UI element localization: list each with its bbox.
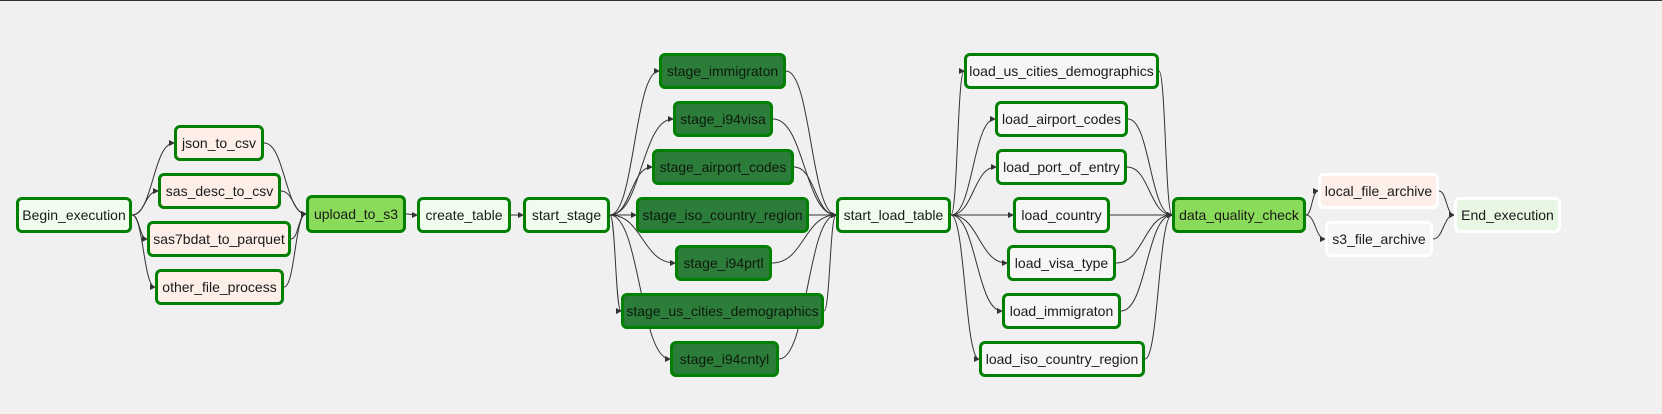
task-label: stage_i94visa [680, 111, 766, 127]
edge-startstage-to-s_prtl [609, 214, 676, 266]
edge-s_immig-to-startload [785, 70, 837, 218]
edge-s_prtl-to-startload [771, 212, 837, 264]
edge-startstage-to-s_immig [609, 68, 660, 216]
task-label: load_immigraton [1009, 303, 1114, 319]
edge-s_cntyl-to-startload [778, 212, 837, 360]
edge-startload-to-l_usc [950, 68, 965, 216]
task-node-end[interactable]: End_execution [1454, 197, 1561, 233]
edge-l_air-to-dq [1127, 118, 1173, 218]
edge-s_usc-to-startload [823, 212, 837, 312]
edge-begin-to-other [131, 214, 156, 290]
task-label: data_quality_check [1179, 207, 1299, 223]
task-node-s_visa[interactable]: stage_i94visa [673, 101, 773, 137]
edge-startload-to-l_port [950, 164, 997, 216]
edge-sas7-to-upload [290, 211, 307, 240]
task-label: start_load_table [843, 207, 944, 223]
edge-s3arch-to-end [1432, 212, 1455, 240]
task-node-l_country[interactable]: load_country [1013, 197, 1110, 233]
edge-l_usc-to-dq [1158, 70, 1173, 218]
edge-startload-to-l_immig [950, 214, 1003, 314]
task-label: sas_desc_to_csv [165, 183, 274, 199]
task-node-l_air[interactable]: load_airport_codes [995, 101, 1128, 137]
task-label: Begin_execution [22, 207, 126, 223]
task-node-s_cntyl[interactable]: stage_i94cntyl [670, 341, 779, 377]
task-node-l_port[interactable]: load_port_of_entry [996, 149, 1127, 185]
edge-s_air-to-startload [793, 166, 837, 218]
task-node-s3arch[interactable]: s3_file_archive [1325, 221, 1433, 257]
task-node-other[interactable]: other_file_process [155, 269, 284, 305]
edge-l_visa-to-dq [1115, 212, 1173, 264]
task-node-sas7[interactable]: sas7bdat_to_parquet [147, 221, 291, 257]
task-label: stage_i94prtl [683, 255, 764, 271]
task-label: stage_i94cntyl [679, 351, 770, 367]
task-node-dq[interactable]: data_quality_check [1172, 197, 1306, 233]
task-node-startload[interactable]: start_load_table [836, 197, 951, 233]
task-label: load_visa_type [1014, 255, 1109, 271]
edge-begin-to-sasdesc [131, 188, 159, 216]
task-label: create_table [425, 207, 503, 223]
task-node-s_iso[interactable]: stage_iso_country_region [636, 197, 809, 233]
edge-startload-to-l_iso [950, 214, 980, 362]
task-node-s_usc[interactable]: stage_us_cities_demographics [621, 293, 824, 329]
edge-l_iso-to-dq [1144, 212, 1173, 360]
task-node-begin[interactable]: Begin_execution [16, 197, 132, 233]
task-label: load_iso_country_region [985, 351, 1139, 367]
task-node-s_immig[interactable]: stage_immigraton [659, 53, 786, 89]
task-label: s3_file_archive [1332, 231, 1426, 247]
edge-upload-to-create [405, 211, 418, 218]
edge-dq-to-localarch [1305, 188, 1319, 216]
task-label: json_to_csv [182, 135, 256, 151]
task-label: load_airport_codes [1001, 111, 1122, 127]
edge-startstage-to-s_usc [609, 214, 622, 314]
task-node-l_usc[interactable]: load_us_cities_demographics [964, 53, 1159, 89]
edge-dq-to-s3arch [1305, 214, 1326, 242]
edge-startstage-to-s_air [609, 164, 653, 216]
edge-sasdesc-to-upload [280, 190, 307, 217]
edge-l_immig-to-dq [1120, 212, 1173, 312]
task-node-create[interactable]: create_table [417, 197, 511, 233]
task-label: sas7bdat_to_parquet [153, 231, 285, 247]
task-node-s_prtl[interactable]: stage_i94prtl [675, 245, 772, 281]
task-node-startstage[interactable]: start_stage [523, 197, 610, 233]
task-label: stage_airport_codes [659, 159, 787, 175]
task-label: other_file_process [162, 279, 277, 295]
edge-l_port-to-dq [1126, 166, 1173, 218]
edge-startload-to-l_visa [950, 214, 1008, 266]
edge-other-to-upload [283, 211, 307, 288]
task-node-l_immig[interactable]: load_immigraton [1002, 293, 1121, 329]
task-node-sasdesc[interactable]: sas_desc_to_csv [158, 173, 281, 209]
task-node-localarch[interactable]: local_file_archive [1318, 173, 1439, 209]
task-label: upload_to_s3 [313, 206, 399, 222]
task-label: stage_us_cities_demographics [626, 303, 819, 319]
edge-startload-to-l_air [950, 116, 996, 216]
task-node-upload[interactable]: upload_to_s3 [306, 195, 406, 233]
task-node-json[interactable]: json_to_csv [174, 125, 264, 161]
task-label: stage_immigraton [666, 63, 779, 79]
task-node-l_visa[interactable]: load_visa_type [1007, 245, 1116, 281]
task-label: local_file_archive [1324, 183, 1433, 199]
task-label: End_execution [1461, 207, 1554, 223]
task-label: load_us_cities_demographics [969, 63, 1154, 79]
task-node-s_air[interactable]: stage_airport_codes [652, 149, 794, 185]
edge-startstage-to-s_cntyl [609, 214, 671, 362]
task-label: start_stage [531, 207, 602, 223]
edge-localarch-to-end [1438, 190, 1455, 218]
task-node-l_iso[interactable]: load_iso_country_region [979, 341, 1145, 377]
task-label: load_port_of_entry [1003, 159, 1120, 175]
task-label: stage_iso_country_region [642, 207, 803, 223]
task-label: load_country [1021, 207, 1102, 223]
